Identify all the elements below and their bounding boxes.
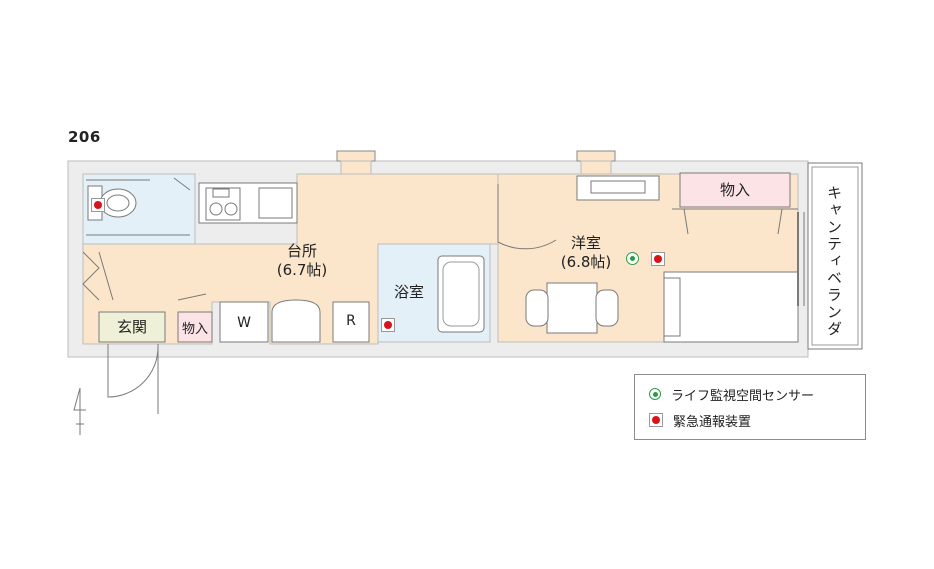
fridge-label: R <box>346 313 356 329</box>
table <box>546 282 598 334</box>
legend-item-sensor: ライフ監視空間センサー <box>635 383 814 405</box>
chair-right <box>595 289 619 327</box>
storage-room-label: 物入 <box>719 181 750 199</box>
washer-box <box>219 301 269 343</box>
bath-label: 浴室 <box>393 283 424 301</box>
vent-right <box>576 150 616 176</box>
room-door <box>497 184 557 250</box>
western-room-size: (6.8帖) <box>560 253 612 271</box>
western-room-name: 洋室 <box>570 234 601 252</box>
emergency-marker-toilet <box>91 198 105 212</box>
kitchen-size: (6.7帖) <box>276 261 328 279</box>
entrance-storage-floor <box>177 311 213 343</box>
emergency-icon <box>649 413 663 427</box>
sensor-icon <box>649 388 661 400</box>
legend-item-emergency: 緊急通報装置 <box>635 409 751 431</box>
kitchen-label: 台所 (6.7帖) <box>262 242 342 280</box>
legend-emergency-label: 緊急通報装置 <box>673 414 752 430</box>
unit-number: 206 <box>68 128 101 146</box>
bathtub <box>437 255 485 333</box>
vanity-sink <box>271 299 321 343</box>
legend-sensor-label: ライフ監視空間センサー <box>671 388 815 404</box>
storage-closet <box>679 172 791 208</box>
kitchen-counter <box>198 182 298 224</box>
entrance-label: 玄関 <box>116 318 147 336</box>
kitchen-floor <box>82 173 499 345</box>
north-arrow-icon <box>73 387 86 435</box>
sensor-marker-room <box>626 252 639 265</box>
entrance-door <box>107 344 159 398</box>
emergency-marker-room <box>651 252 665 266</box>
kitchen-name: 台所 <box>286 242 317 260</box>
vent-left <box>336 150 376 176</box>
washer-label: W <box>237 315 251 331</box>
bed <box>663 271 799 343</box>
chair-left <box>525 289 549 327</box>
entrance-storage-label: 物入 <box>181 322 208 337</box>
legend: ライフ監視空間センサー 緊急通報装置 <box>634 374 866 440</box>
entrance-floor <box>98 311 166 343</box>
desk-shelf <box>576 175 660 201</box>
western-room-label: 洋室 (6.8帖) <box>546 234 626 272</box>
veranda-label: キャンティベランダ <box>825 184 843 338</box>
fridge-box <box>332 301 370 343</box>
emergency-marker-bath <box>381 318 395 332</box>
